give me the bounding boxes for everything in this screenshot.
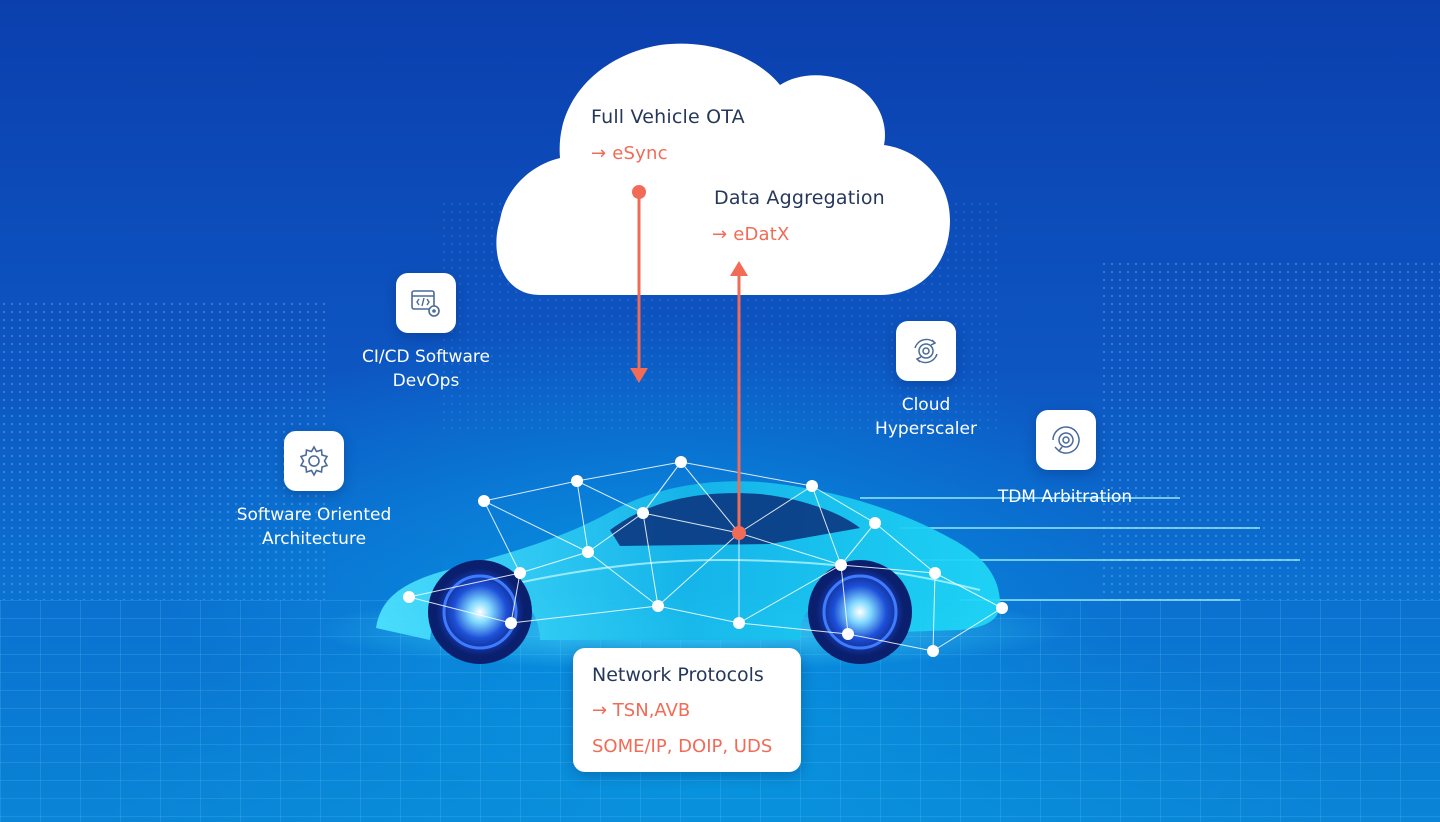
ota-down-arrow [630,185,648,383]
network-protocols-title: Network Protocols [592,664,764,686]
hyperscaler-feature-icon-box [896,321,956,381]
cloud-sync-gear-icon [914,338,938,364]
cicd-caption-line1: CI/CD Software [362,347,490,367]
soa-feature-icon-box [284,431,344,491]
car-network-mesh [408,461,1003,652]
arbitration-gear-icon [1052,426,1080,454]
aggregation-title: Data Aggregation [714,187,885,209]
hyperscaler-caption-line2: Hyperscaler [875,419,977,439]
tdm-feature-icon-box [1036,410,1096,470]
data-dots-right [1100,260,1440,600]
aggregation-product: → eDatX [712,224,790,245]
rear-wheel [428,560,532,664]
data-dots-left [0,300,330,600]
car-network-nodes [403,456,1008,657]
cicd-caption-line2: DevOps [392,371,460,391]
hyperscaler-caption-line1: Cloud [901,395,951,415]
soa-caption-line1: Software Oriented [236,505,392,525]
ota-title: Full Vehicle OTA [591,106,745,128]
hyperscaler-caption: Cloud Hyperscaler [875,393,977,441]
gear-icon [299,445,329,477]
cicd-caption: CI/CD Software DevOps [362,345,490,393]
network-protocols-line1: → TSN,AVB [592,700,691,721]
front-wheel [808,560,912,664]
network-protocols-box: Network Protocols → TSN,AVB SOME/IP, DOI… [573,648,801,772]
tdm-caption: TDM Arbitration [998,485,1132,509]
speed-lines [860,497,1300,601]
network-protocols-line2: SOME/IP, DOIP, UDS [592,736,773,757]
cloud-shape [496,43,950,296]
tdm-caption-line1: TDM Arbitration [997,487,1133,507]
car-highlight [449,558,981,601]
car-window [610,493,860,546]
soa-caption-line2: Architecture [261,529,367,549]
ota-product: → eSync [591,143,668,164]
code-settings-icon [411,290,440,317]
cicd-feature-icon-box [396,273,456,333]
data-up-arrow [730,261,748,540]
soa-caption: Software Oriented Architecture [237,503,392,551]
